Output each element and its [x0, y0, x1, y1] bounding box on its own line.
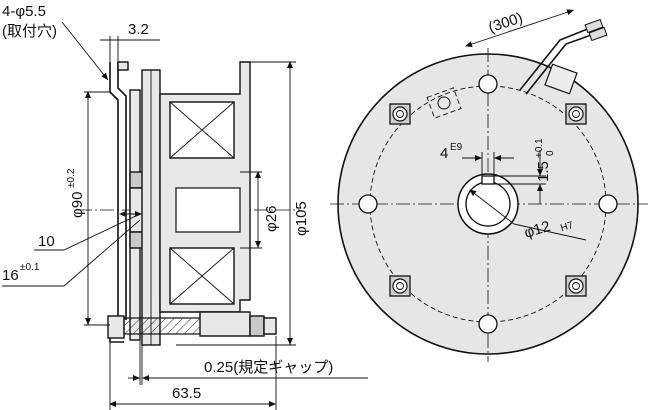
label-keyway-d-tol-upper: +0.1	[534, 138, 545, 158]
label-dia90: φ90	[69, 192, 86, 218]
label-dia105-group: φ105	[293, 201, 310, 236]
nut-top-left	[389, 103, 411, 125]
label-keyway-d: 1.5	[535, 161, 552, 182]
label-dia90-tol: ±0.2	[66, 168, 77, 188]
leader-bore	[513, 223, 587, 241]
leader-len10	[34, 213, 141, 251]
core-bore	[175, 187, 241, 233]
bolt-end	[263, 317, 277, 335]
label-flange-thickness: 3.2	[128, 21, 149, 38]
side-dimensions: 4-φ5.5 (取付穴) 3.2 φ90 ±0.2 φ26 φ105 10	[2, 3, 368, 410]
label-keyway-d-tol-lower: 0	[545, 150, 556, 156]
label-dia105: φ105	[293, 201, 310, 236]
label-mount-holes: 4-φ5.5	[2, 3, 46, 20]
bolt-nut	[249, 315, 265, 337]
label-mount-holes-note: (取付穴)	[2, 23, 57, 40]
flange-top-lip	[117, 61, 129, 71]
mount-flange	[109, 62, 124, 343]
bolt-head	[107, 315, 125, 339]
wire-terminal-1	[584, 18, 604, 34]
connector-block	[544, 63, 578, 95]
mount-hole-bottom	[478, 314, 498, 334]
label-keyway-d-group: 1.5 +0.1 0	[534, 138, 556, 182]
label-bore: φ12	[522, 218, 552, 242]
coil-upper-x2	[169, 101, 235, 159]
label-bore-tol: H7	[559, 220, 575, 234]
bolt-spacer	[199, 311, 251, 337]
terminal-box	[426, 87, 462, 119]
label-overall-len: 63.5	[172, 385, 201, 402]
label-len16-tol: ±0.1	[20, 262, 40, 273]
dim-line-bore	[469, 189, 515, 225]
mount-hole-left	[358, 194, 378, 214]
label-keyway-w-tol: E9	[450, 142, 463, 153]
front-view	[330, 18, 648, 362]
keyway	[481, 175, 495, 185]
label-dia90-group: φ90 ±0.2	[66, 168, 86, 218]
wire-terminal-2	[588, 26, 608, 42]
terminal-screw	[437, 96, 451, 110]
label-dia26-group: φ26	[263, 206, 280, 232]
nut-bottom-left	[389, 275, 411, 297]
nut-bottom-right	[565, 275, 587, 297]
label-dia26: φ26	[263, 206, 280, 232]
leader-len16	[2, 219, 141, 287]
mount-flange-inner	[117, 62, 127, 320]
label-len10: 10	[38, 233, 55, 250]
label-keyway-w: 4	[440, 145, 448, 162]
leader-mount-holes	[61, 21, 109, 81]
label-gap: 0.25(規定ギャップ)	[204, 359, 333, 376]
label-len16: 16	[2, 267, 19, 284]
coil-lower-x2	[169, 247, 235, 305]
label-bore-group: φ12 H7	[522, 218, 575, 242]
mount-hole-top	[478, 74, 498, 94]
side-view	[78, 61, 300, 346]
dim-line-lead	[465, 9, 575, 47]
nut-top-right	[565, 103, 587, 125]
mount-hole-right	[598, 194, 618, 214]
